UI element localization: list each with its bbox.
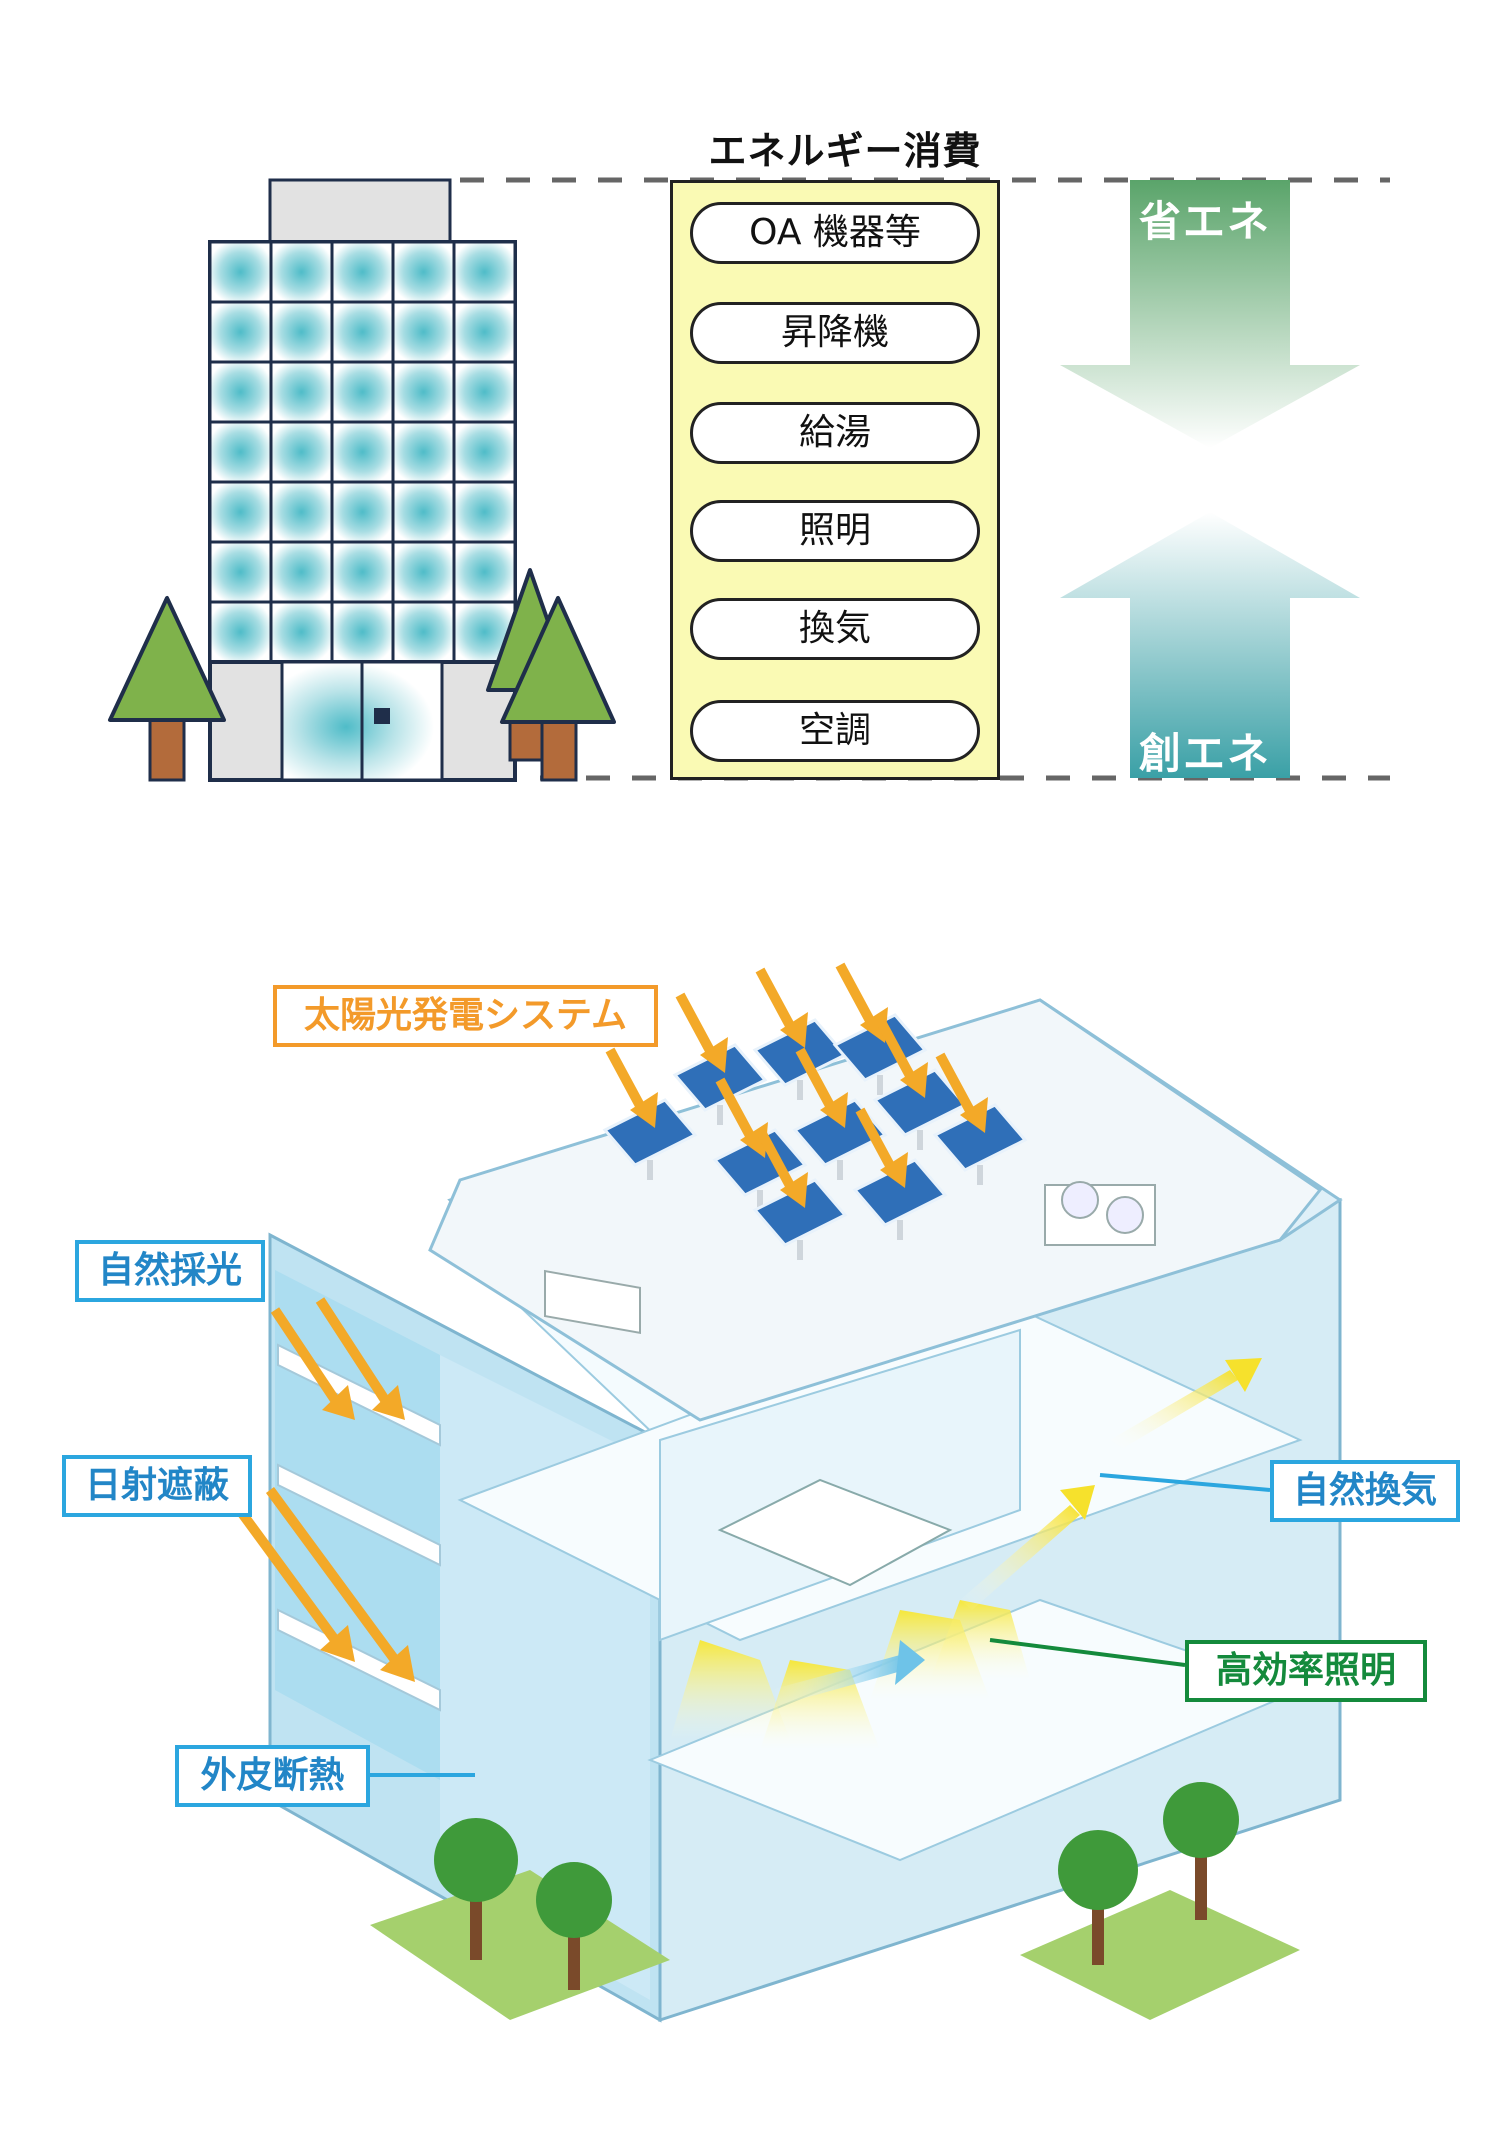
building-window bbox=[330, 300, 395, 364]
building-window bbox=[391, 480, 456, 544]
lighting-leader-line bbox=[989, 1638, 1186, 1667]
sunlight-arrows bbox=[605, 962, 988, 1208]
tree-icon bbox=[1058, 1830, 1138, 1965]
tree-icon bbox=[1163, 1782, 1239, 1920]
save-energy-arrow bbox=[1060, 180, 1360, 448]
building-window bbox=[269, 240, 334, 304]
building-window bbox=[330, 600, 395, 664]
sunlight-arrow-head bbox=[880, 1152, 908, 1188]
tree-icon bbox=[434, 1818, 518, 1960]
building-window bbox=[330, 540, 395, 604]
energy-consumption-title: エネルギー消費 bbox=[708, 129, 982, 173]
building-window bbox=[330, 480, 395, 544]
sunlight-arrow-head bbox=[820, 1092, 848, 1128]
callout-daylighting: 自然採光 bbox=[75, 1240, 265, 1302]
lawn-right bbox=[1020, 1890, 1300, 2020]
building-window bbox=[330, 420, 395, 484]
ventilation-leader-line bbox=[1099, 1473, 1271, 1492]
building-window bbox=[452, 240, 517, 304]
building-window bbox=[391, 360, 456, 424]
sunlight-arrow-head bbox=[780, 1172, 808, 1208]
building-window bbox=[208, 540, 273, 604]
consumption-item-elevator: 昇降機 bbox=[690, 302, 980, 364]
building-window bbox=[269, 420, 334, 484]
energy-consumption-box bbox=[670, 180, 1000, 780]
save-energy-label: 省エネ bbox=[1138, 197, 1271, 246]
building-window bbox=[391, 600, 456, 664]
building-window bbox=[208, 600, 273, 664]
building-window bbox=[330, 240, 395, 304]
building-window bbox=[452, 420, 517, 484]
create-energy-arrow bbox=[1060, 512, 1360, 778]
callout-solar-power: 太陽光発電システム bbox=[273, 985, 658, 1047]
office-building-icon bbox=[208, 178, 517, 782]
tree-icon bbox=[500, 596, 616, 782]
building-window bbox=[452, 540, 517, 604]
sunlight-arrow-head bbox=[780, 1012, 808, 1048]
isometric-building-illustration bbox=[268, 998, 1343, 2023]
tree-icon bbox=[536, 1862, 612, 1990]
consumption-item-oa: OA 機器等 bbox=[690, 202, 980, 264]
sunlight-arrow-head bbox=[900, 1062, 928, 1098]
building-window bbox=[269, 540, 334, 604]
building-window bbox=[208, 360, 273, 424]
building-window bbox=[391, 240, 456, 304]
tree-icon bbox=[108, 596, 226, 782]
building-window bbox=[391, 300, 456, 364]
create-energy-label: 創エネ bbox=[1138, 729, 1271, 778]
building-window bbox=[208, 420, 273, 484]
callout-envelope-insulation: 外皮断熱 bbox=[175, 1745, 370, 1807]
building-window bbox=[330, 360, 395, 424]
building-window bbox=[269, 360, 334, 424]
consumption-item-air-conditioning: 空調 bbox=[690, 700, 980, 762]
building-window bbox=[391, 420, 456, 484]
sunlight-arrow-head bbox=[960, 1097, 988, 1133]
building-window bbox=[452, 480, 517, 544]
sunlight-arrow-head bbox=[860, 1007, 888, 1043]
building-window bbox=[452, 360, 517, 424]
consumption-item-hot-water: 給湯 bbox=[690, 402, 980, 464]
building-window bbox=[269, 600, 334, 664]
building-window bbox=[269, 300, 334, 364]
building-window bbox=[269, 480, 334, 544]
building-window bbox=[391, 540, 456, 604]
building-window bbox=[208, 480, 273, 544]
sunlight-arrow-head bbox=[630, 1092, 658, 1128]
building-window bbox=[208, 300, 273, 364]
consumption-item-lighting: 照明 bbox=[690, 500, 980, 562]
ventilation-arrows bbox=[770, 1358, 1262, 1705]
building-window bbox=[452, 300, 517, 364]
callout-high-efficiency-lighting: 高効率照明 bbox=[1185, 1640, 1427, 1702]
building-window bbox=[208, 240, 273, 304]
callout-natural-ventilation: 自然換気 bbox=[1270, 1460, 1460, 1522]
callout-solar-shading: 日射遮蔽 bbox=[62, 1455, 252, 1517]
lawn-left bbox=[370, 1870, 670, 2020]
sunlight-arrow-head bbox=[700, 1037, 728, 1073]
consumption-item-ventilation: 換気 bbox=[690, 598, 980, 660]
